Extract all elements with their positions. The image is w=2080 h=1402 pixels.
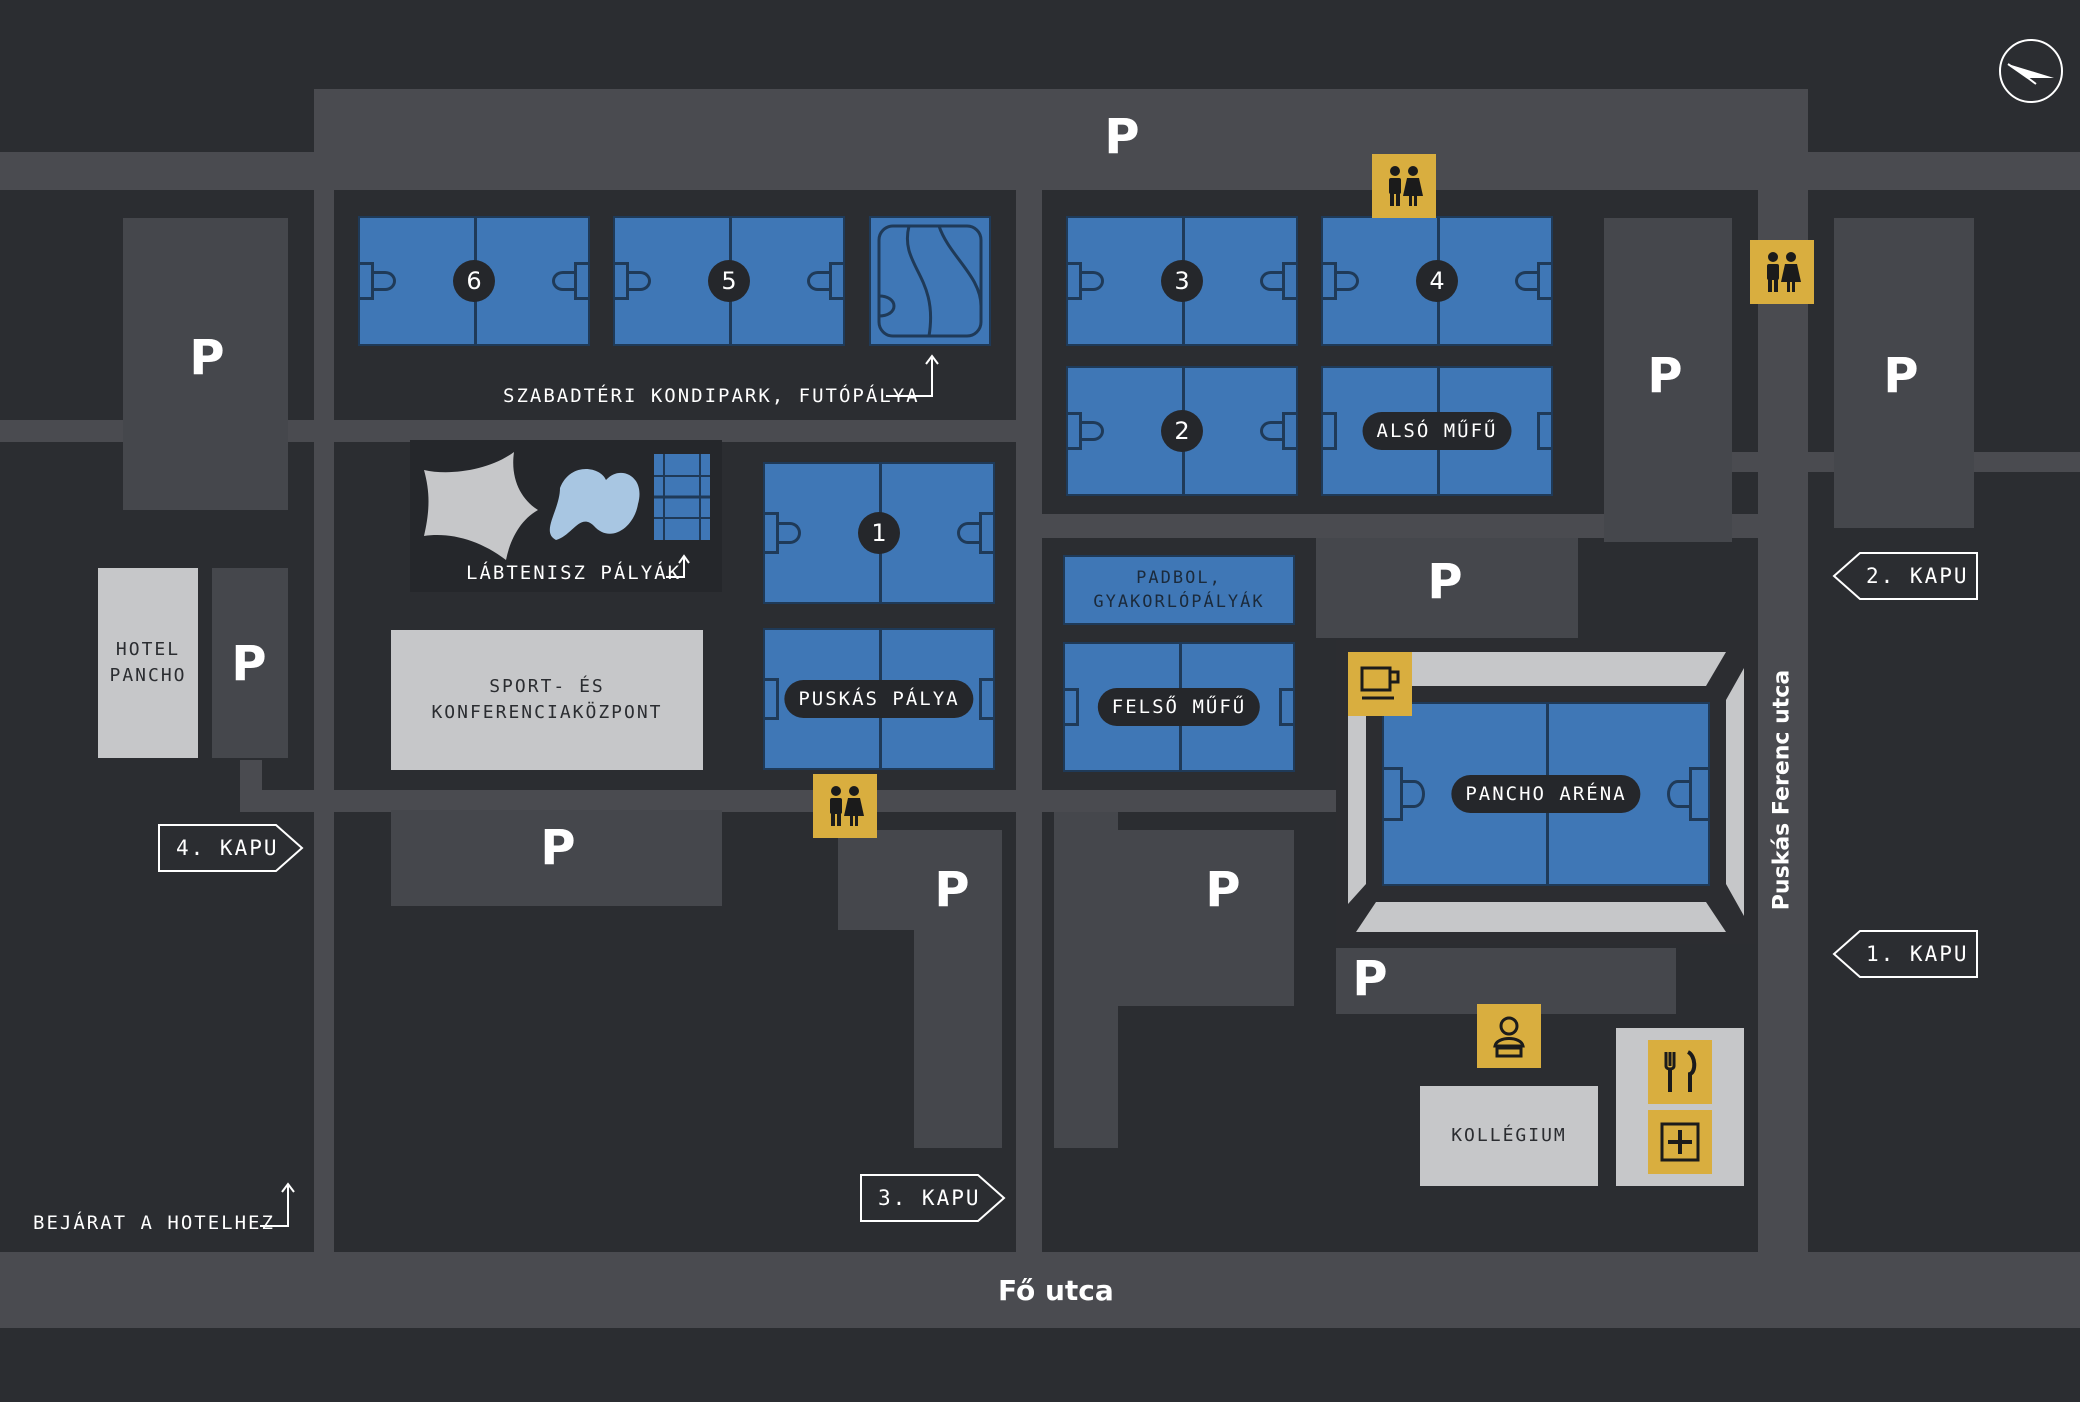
restroom-icon[interactable] — [813, 774, 877, 838]
parking-hotel — [212, 568, 288, 758]
parking-sport-center — [391, 810, 722, 906]
running-track-field[interactable] — [869, 216, 991, 346]
field-puskas[interactable]: PUSKÁS PÁLYA — [763, 628, 995, 770]
gate-arrow-right-icon — [860, 1174, 1006, 1222]
road-hotel-connector2 — [240, 790, 334, 812]
coffee-cup-icon[interactable] — [1348, 652, 1412, 716]
parking-east-outer — [1834, 218, 1974, 528]
parking-label-arena-north: P — [1427, 554, 1463, 610]
parking-arena-north — [1316, 538, 1578, 638]
parking-label-hotel: P — [231, 636, 267, 692]
labtenisz-area[interactable] — [410, 440, 722, 592]
parking-center-west2 — [914, 920, 1002, 1148]
gate-2-label: 2. KAPU — [1866, 564, 1969, 588]
hotel-entrance-label: BEJÁRAT A HOTELHEZ — [33, 1212, 275, 1234]
hotel-entrance-arrow-icon — [260, 1182, 295, 1227]
first-aid-icon[interactable] — [1648, 1110, 1712, 1174]
kondipark-arrow-icon — [886, 354, 939, 397]
parking-label-east-inner: P — [1647, 348, 1683, 404]
arena-stands — [1348, 652, 1744, 932]
parking-label-center-west: P — [934, 862, 970, 918]
field-also-mufu[interactable]: ALSÓ MŰFŰ — [1321, 366, 1553, 496]
parking-east-inner — [1604, 218, 1732, 542]
gate-1-label: 1. KAPU — [1866, 942, 1969, 966]
gate-4-sign[interactable]: 4. KAPU — [158, 824, 304, 872]
parking-label-top: P — [1104, 109, 1140, 165]
field-number: 2 — [1161, 410, 1203, 452]
field-1[interactable]: 1 — [763, 462, 995, 604]
field-number: 3 — [1161, 260, 1203, 302]
parking-center-east — [1054, 812, 1118, 1148]
main-street-label: Fő utca — [998, 1274, 1114, 1307]
gate-2-sign[interactable]: 2. KAPU — [1832, 552, 1978, 600]
field-name: ALSÓ MŰFŰ — [1362, 412, 1512, 450]
labtenisz-shapes — [424, 452, 710, 560]
parking-label-center-east: P — [1205, 862, 1241, 918]
road-vertical-center — [1016, 190, 1042, 1252]
parking-center-west — [838, 830, 1002, 930]
sport-center-building[interactable]: SPORT- ÉS KONFERENCIAKÖZPONT — [391, 630, 703, 770]
parking-label-sport: P — [540, 820, 576, 876]
fork-knife-icon[interactable] — [1648, 1040, 1712, 1104]
parking-label-arena-south: P — [1352, 951, 1388, 1007]
parking-top-strip — [314, 89, 1808, 190]
field-name: FELSŐ MŰFŰ — [1097, 688, 1261, 726]
kollegium-building[interactable]: KOLLÉGIUM — [1420, 1086, 1598, 1186]
parking-label-east-outer: P — [1883, 348, 1919, 404]
gate-arrow-right-icon — [158, 824, 304, 872]
field-number: 4 — [1416, 260, 1458, 302]
running-track-icon — [877, 224, 983, 338]
restroom-icon[interactable] — [1372, 154, 1436, 218]
kondipark-label: SZABADTÉRI KONDIPARK, FUTÓPÁLYA — [503, 385, 920, 407]
road-horizontal-east2 — [1042, 790, 1342, 812]
hotel-pancho-building[interactable]: HOTEL PANCHO — [98, 568, 198, 758]
arena-name: PANCHO ARÉNA — [1451, 775, 1641, 813]
road-horizontal-mid — [334, 790, 1028, 812]
gate-arrow-left-icon — [1832, 930, 1978, 978]
bust-statue-icon[interactable] — [1477, 1004, 1541, 1068]
gate-arrow-left-icon — [1832, 552, 1978, 600]
field-2[interactable]: 2 — [1066, 366, 1298, 496]
labtenisz-label: LÁBTENISZ PÁLYÁK — [466, 562, 682, 584]
gate-3-sign[interactable]: 3. KAPU — [860, 1174, 1006, 1222]
gate-3-label: 3. KAPU — [878, 1186, 981, 1210]
arena-pitch: PANCHO ARÉNA — [1382, 702, 1710, 886]
field-6[interactable]: 6 — [358, 216, 590, 346]
parking-west-top — [123, 218, 288, 510]
parking-center-east2 — [1118, 830, 1294, 1006]
road-vertical-west — [314, 190, 334, 1252]
compass-icon — [1999, 39, 2063, 103]
main-street-road — [0, 1252, 2080, 1328]
field-felso-mufu[interactable]: FELSŐ MŰFŰ — [1063, 642, 1295, 772]
field-number: 6 — [453, 260, 495, 302]
field-number: 5 — [708, 260, 750, 302]
restroom-icon[interactable] — [1750, 240, 1814, 304]
field-number: 1 — [858, 512, 900, 554]
field-5[interactable]: 5 — [613, 216, 845, 346]
side-street-label: Puskás Ferenc utca — [1769, 669, 1795, 911]
gate-4-label: 4. KAPU — [176, 836, 279, 860]
field-name: PUSKÁS PÁLYA — [784, 680, 974, 718]
field-padbol[interactable]: PADBOL, GYAKORLÓPÁLYÁK — [1063, 555, 1295, 625]
road-vertical-east — [1758, 190, 1808, 1252]
gate-1-sign[interactable]: 1. KAPU — [1832, 930, 1978, 978]
field-3[interactable]: 3 — [1066, 216, 1298, 346]
field-4[interactable]: 4 — [1321, 216, 1553, 346]
parking-label-west-top: P — [189, 330, 225, 386]
labtenisz-arrow-icon — [666, 554, 690, 578]
parking-arena-south — [1336, 948, 1676, 1014]
